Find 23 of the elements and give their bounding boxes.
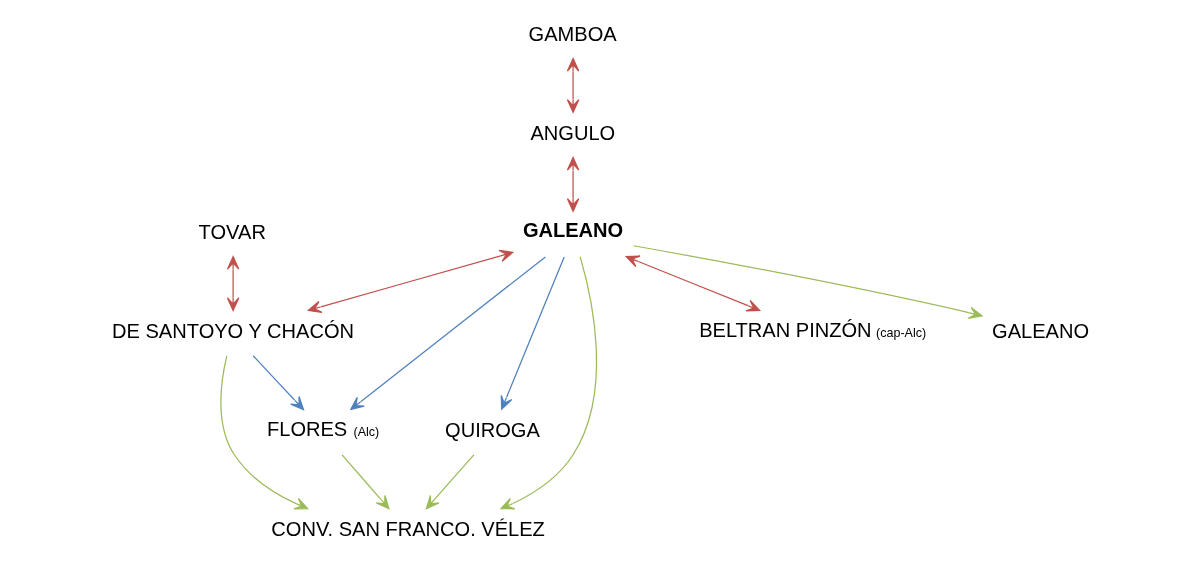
arrow [566,156,580,212]
arrow [500,256,598,510]
arrow [625,255,761,312]
node-text: BELTRAN PINZÓN (cap-Alc) [699,318,927,341]
arrow [350,256,547,411]
node-text: FLORES (Alc) [266,417,380,440]
arrow [226,256,240,312]
node-text: CONV. SAN FRANCO. VÉLEZ [271,518,545,541]
arrow [500,256,565,410]
node-text: ANGULO [530,121,616,144]
node-text: TOVAR [198,220,266,243]
node-text: QUIROGA [445,418,540,441]
arrow [307,249,514,314]
arrow [220,355,309,510]
arrow [566,57,580,113]
arrow [425,454,475,510]
node-text: GALEANO [992,319,1090,342]
arrow [632,245,983,319]
node-text: GAMBOA [528,22,617,45]
arrow [252,355,305,411]
node-text: GALEANO [522,219,624,242]
node-text: DE SANTOYO Y CHACÓN [112,319,354,342]
arrow [341,454,390,510]
